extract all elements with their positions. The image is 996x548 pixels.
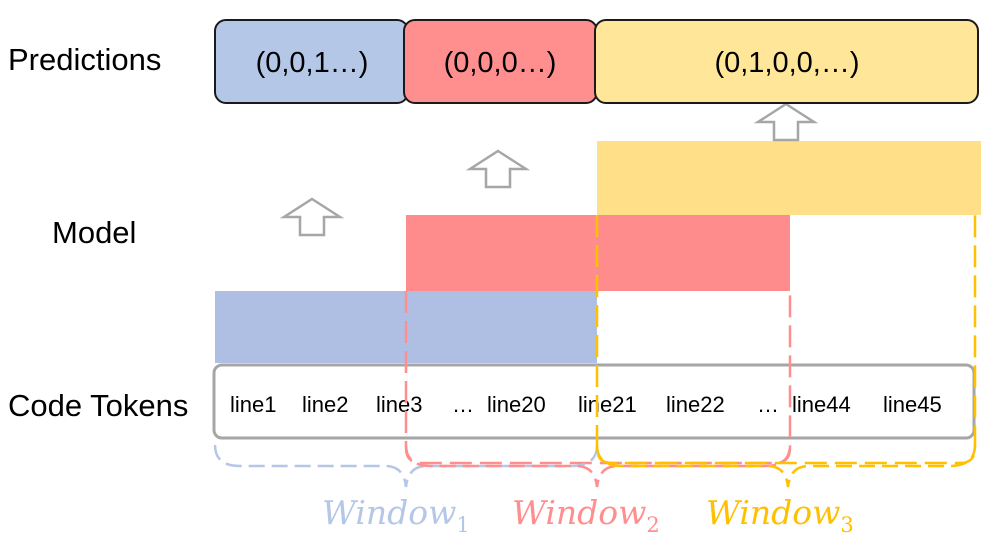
window-2-brace (404, 444, 792, 488)
token-line2: line2 (302, 392, 348, 417)
prediction-box-3 (594, 19, 979, 104)
token-line1: line1 (230, 392, 276, 417)
prediction-text-2: (0,0,0…) (444, 47, 557, 79)
window-3-brace (595, 444, 977, 488)
token-line21: line21 (578, 392, 637, 417)
token-line22: line22 (666, 392, 725, 417)
token-row: line1 line2 line3 … line20 line21 line22… (230, 392, 942, 417)
window-3-name: Window (706, 493, 840, 532)
token-line45: line45 (883, 392, 942, 417)
arrow-up-icon-1 (279, 197, 345, 237)
window-1-subscript: 1 (456, 513, 469, 537)
window-2-label: Window2 (512, 493, 660, 537)
token-ellipsis-1: … (452, 392, 474, 417)
window-3-label: Window3 (706, 493, 854, 537)
code-tokens-label: Code Tokens (8, 388, 188, 423)
prediction-text-3: (0,1,0,0,…) (714, 47, 859, 79)
prediction-text-1: (0,0,1…) (256, 47, 369, 79)
model-label: Model (52, 215, 136, 250)
token-line3: line3 (376, 392, 422, 417)
arrow-up-icon-3 (753, 102, 819, 142)
window-3-outline (595, 215, 977, 465)
window-2-subscript: 2 (646, 513, 659, 537)
window-1-name: Window (322, 493, 456, 532)
model-block-window-3 (597, 141, 981, 215)
window-2-name: Window (512, 493, 646, 532)
token-ellipsis-2: … (757, 392, 779, 417)
token-line20: line20 (487, 392, 546, 417)
arrow-up-icon-2 (465, 149, 531, 189)
window-3-subscript: 3 (840, 513, 853, 537)
window-1-brace (213, 444, 599, 488)
window-1-label: Window1 (322, 493, 470, 537)
token-line44: line44 (792, 392, 851, 417)
predictions-label: Predictions (8, 42, 161, 77)
